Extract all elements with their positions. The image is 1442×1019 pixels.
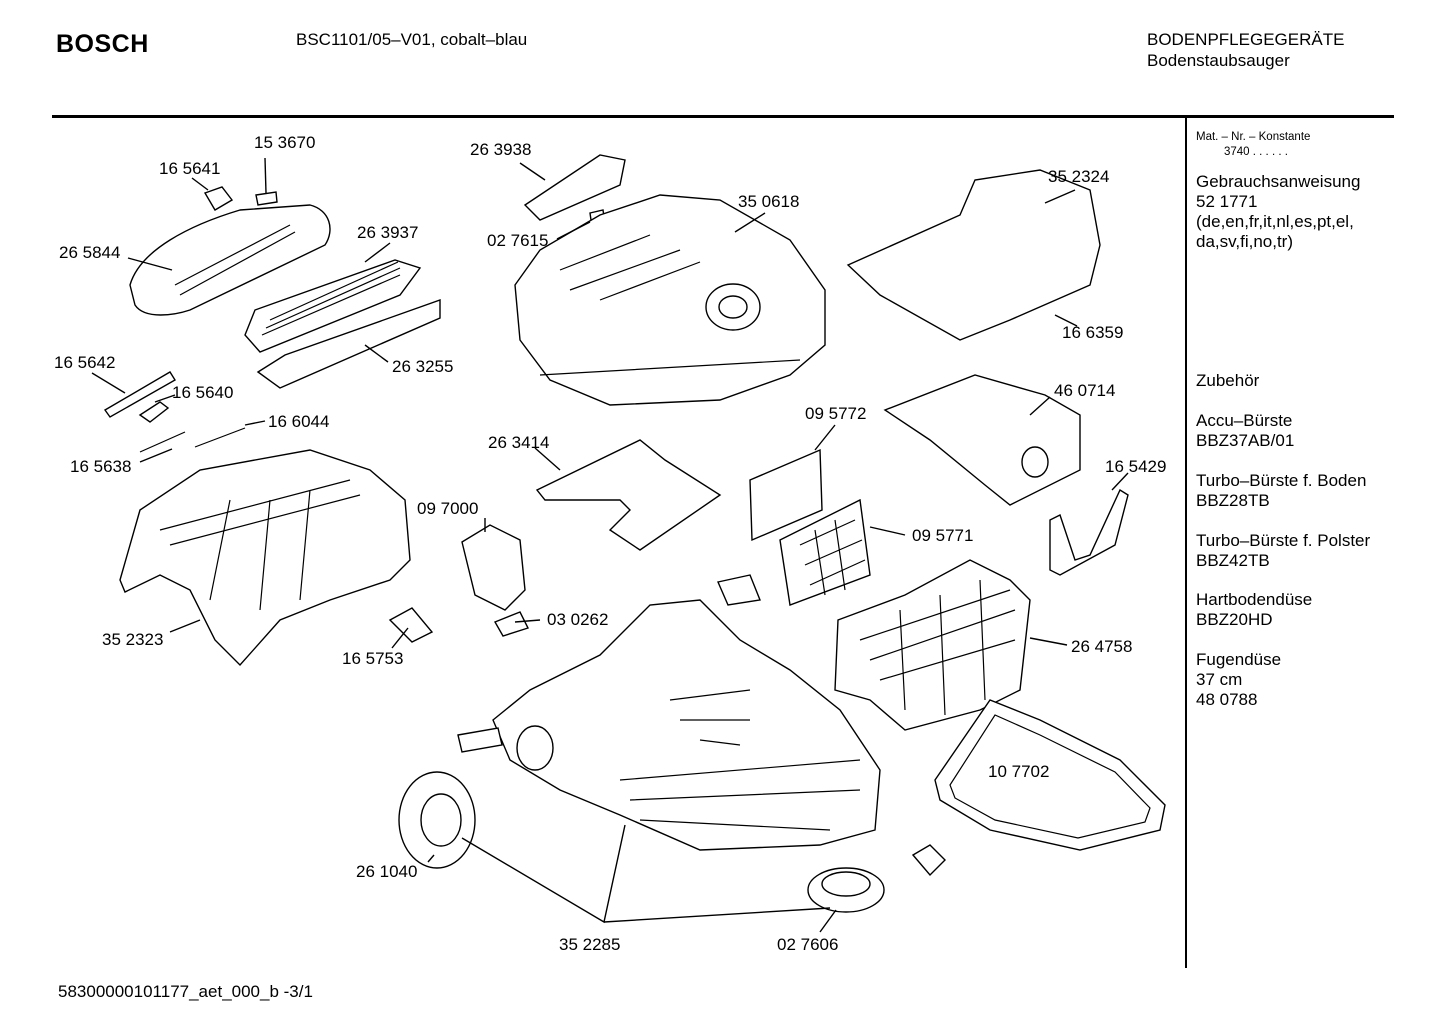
part-label: 16 6359 xyxy=(1062,323,1123,342)
accessory-code: BBZ42TB xyxy=(1196,551,1270,570)
part-label: 35 2324 xyxy=(1048,167,1109,186)
part-label: 26 4758 xyxy=(1071,637,1132,656)
part-label: 35 2323 xyxy=(102,630,163,649)
manual-title: Gebrauchsanweisung xyxy=(1196,172,1361,191)
part-label: 16 5638 xyxy=(70,457,131,476)
accessory-code: BBZ20HD xyxy=(1196,610,1273,629)
accessory-size: 37 cm xyxy=(1196,670,1243,689)
accessory-code: BBZ37AB/01 xyxy=(1196,431,1295,450)
accessory-name: Accu–Bürste xyxy=(1196,411,1293,430)
part-label: 26 3938 xyxy=(470,140,531,159)
part-label: 16 5753 xyxy=(342,649,403,668)
part-label: 16 6044 xyxy=(268,412,329,431)
manual-number: 52 1771 xyxy=(1196,192,1258,211)
accessory-name: Fugendüse xyxy=(1196,650,1282,669)
category-title: BODENPFLEGEGERÄTE xyxy=(1147,30,1345,49)
accessory-code: BBZ28TB xyxy=(1196,491,1270,510)
sidebar-divider xyxy=(1185,118,1187,968)
part-drawings xyxy=(103,154,1166,913)
part-label: 35 0618 xyxy=(738,192,799,211)
part-label: 26 3414 xyxy=(488,433,549,452)
subcategory-title: Bodenstaubsauger xyxy=(1147,51,1290,70)
part-label: 15 3670 xyxy=(254,133,315,152)
part-labels: 15 3670 16 5641 26 5844 26 3937 26 3255 … xyxy=(54,133,1166,954)
mat-nr-label: Mat. – Nr. – Konstante xyxy=(1196,131,1311,143)
manual-languages-1: (de,en,fr,it,nl,es,pt,el, xyxy=(1196,212,1354,231)
part-label: 02 7615 xyxy=(487,231,548,250)
leader-lines xyxy=(91,157,1129,933)
part-label: 26 1040 xyxy=(356,862,417,881)
part-label: 09 7000 xyxy=(417,499,478,518)
part-label: 35 2285 xyxy=(559,935,620,954)
accessory-name: Turbo–Bürste f. Polster xyxy=(1196,531,1371,550)
part-label: 16 5640 xyxy=(172,383,233,402)
part-label: 26 3937 xyxy=(357,223,418,242)
header-divider xyxy=(52,115,1394,118)
mat-nr-value: 3740 . . . . . . xyxy=(1224,146,1288,158)
accessories-title: Zubehör xyxy=(1196,371,1260,390)
part-label: 03 0262 xyxy=(547,610,608,629)
part-label: 46 0714 xyxy=(1054,381,1115,400)
part-label: 02 7606 xyxy=(777,935,838,954)
part-label: 16 5642 xyxy=(54,353,115,372)
part-label: 10 7702 xyxy=(988,762,1049,781)
part-label: 26 3255 xyxy=(392,357,453,376)
model-title: BSC1101/05–V01, cobalt–blau xyxy=(296,30,528,49)
part-label: 09 5772 xyxy=(805,404,866,423)
brand-logo: BOSCH xyxy=(56,30,149,58)
manual-languages-2: da,sv,fi,no,tr) xyxy=(1196,232,1293,251)
part-label: 16 5641 xyxy=(159,159,220,178)
part-label: 09 5771 xyxy=(912,526,973,545)
document-id: 58300000101177_aet_000_b -3/1 xyxy=(58,982,313,1001)
part-label: 16 5429 xyxy=(1105,457,1166,476)
part-label: 26 5844 xyxy=(59,243,120,262)
accessory-code: 48 0788 xyxy=(1196,690,1258,709)
accessory-name: Hartbodendüse xyxy=(1196,590,1313,609)
accessory-name: Turbo–Bürste f. Boden xyxy=(1196,471,1367,490)
